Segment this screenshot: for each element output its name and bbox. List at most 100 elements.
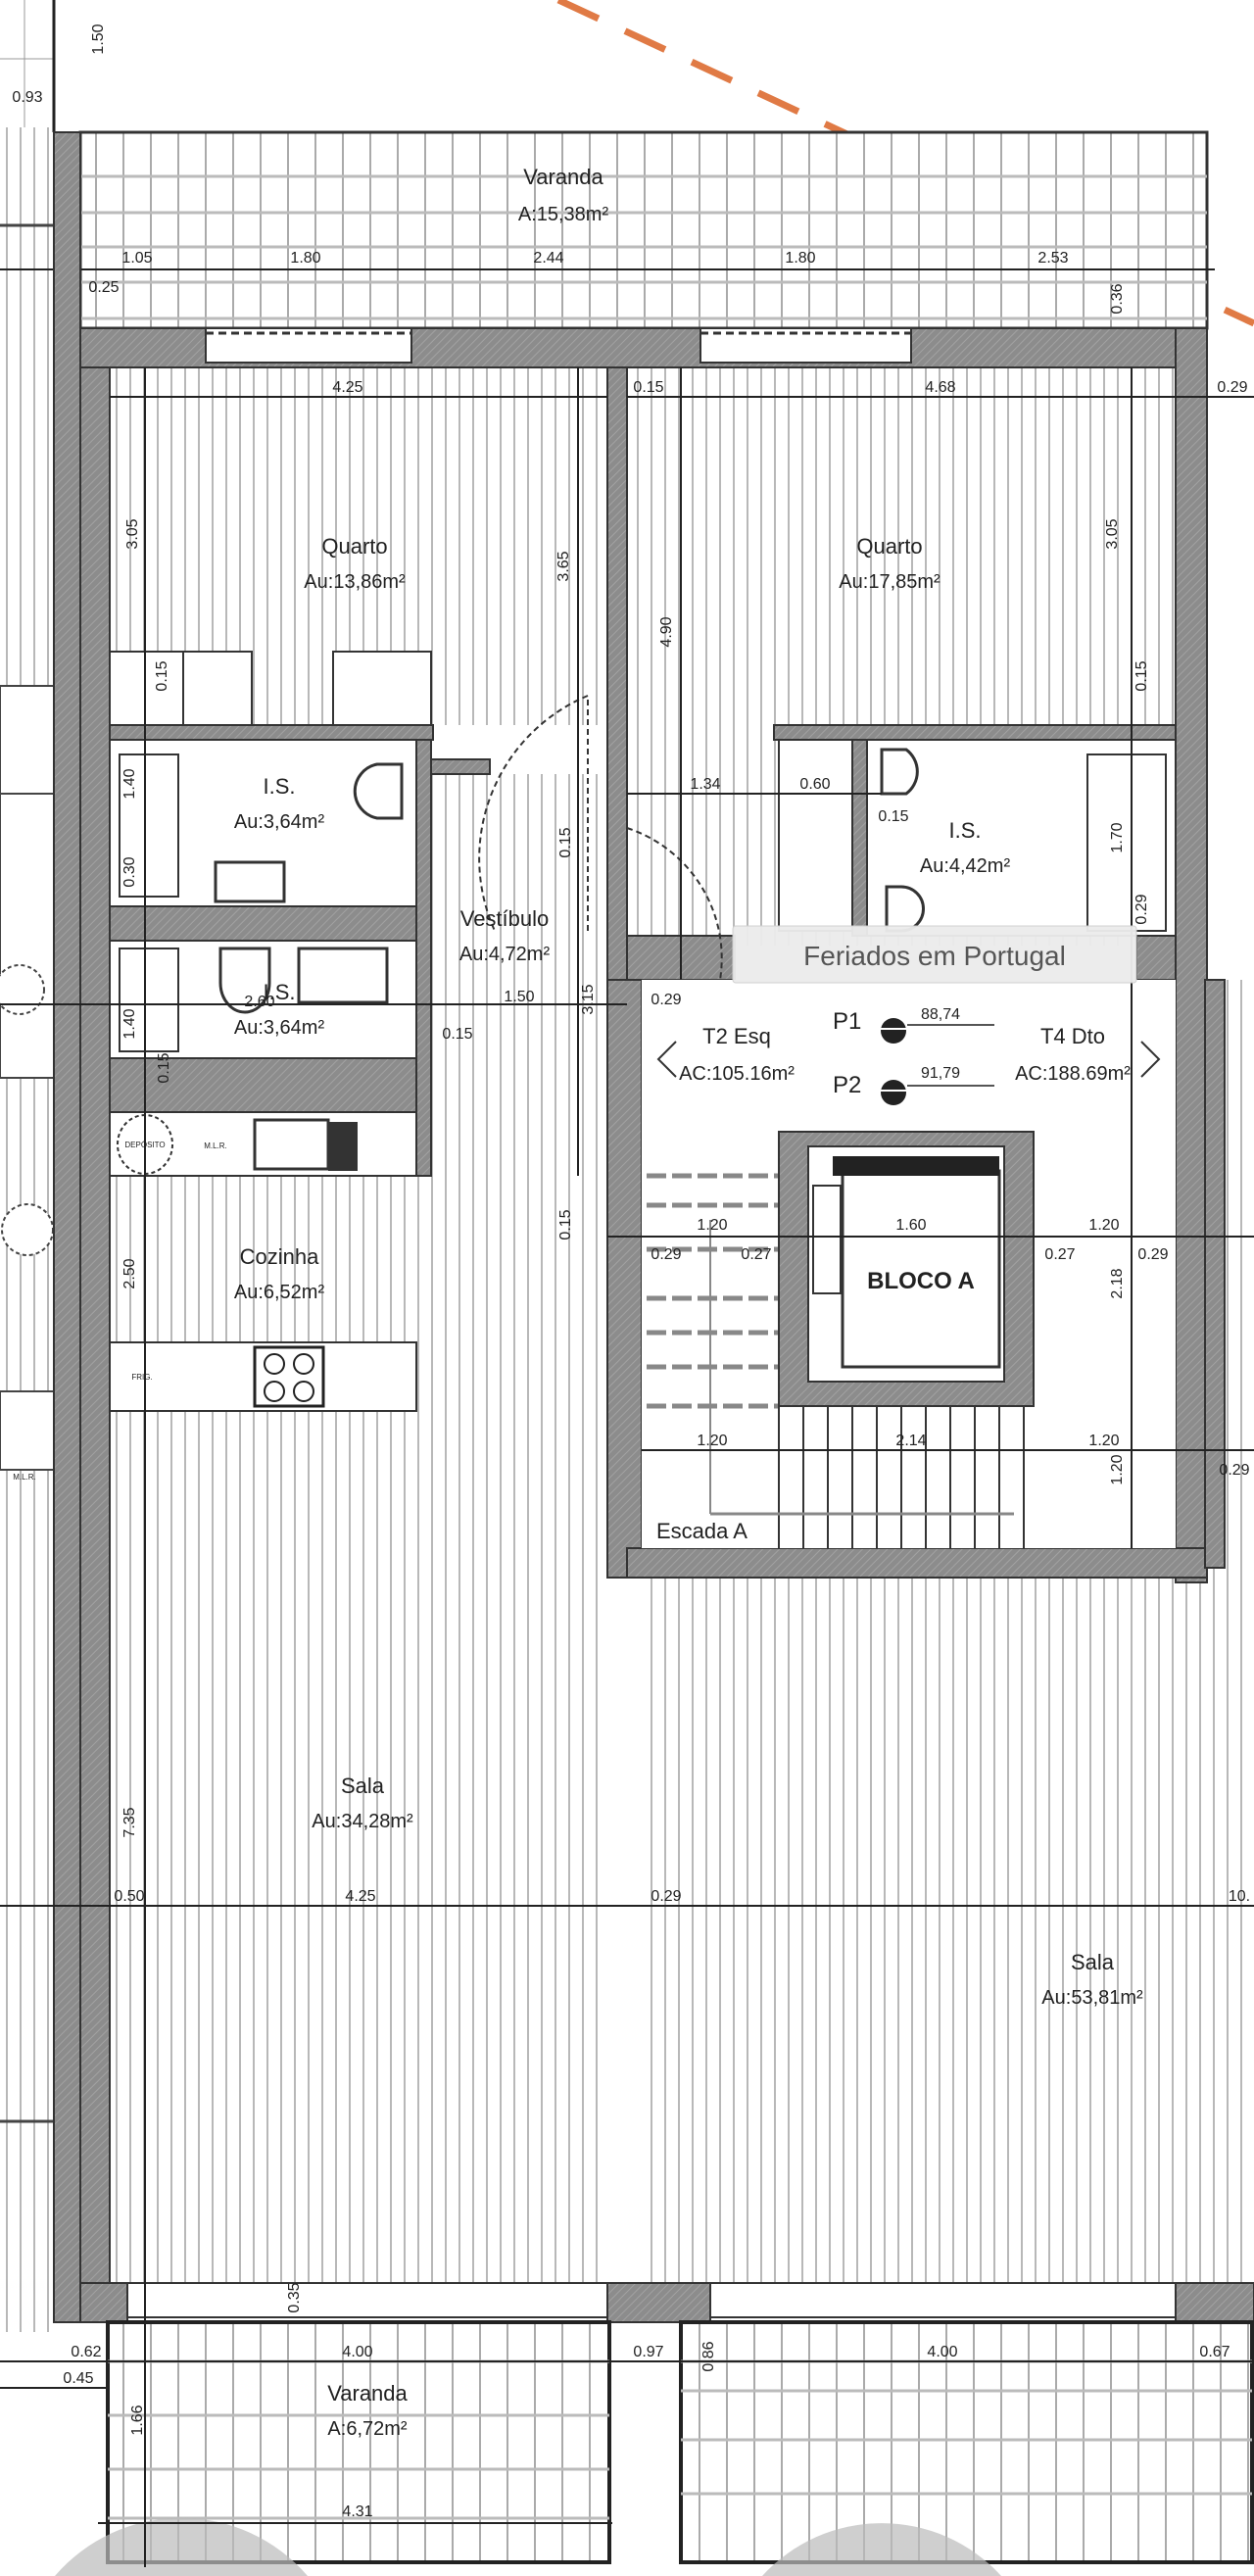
dim: 0.15 (878, 808, 908, 825)
varanda-bottom-area: A:6,72m² (327, 2418, 407, 2440)
dim: 3.05 (1104, 518, 1121, 549)
unit-t4-area: AC:188.69m² (1015, 1063, 1131, 1085)
wardrobe (109, 651, 184, 726)
dim: 0.30 (121, 856, 138, 887)
wardrobe (332, 651, 432, 726)
bathtub (1086, 753, 1167, 932)
dim: 0.50 (114, 1888, 144, 1905)
dim: 0.29 (651, 1888, 681, 1905)
tree-canopy (762, 2523, 1001, 2576)
washbasin (214, 860, 286, 903)
tooltip-text: Feriados em Portugal (803, 941, 1066, 971)
vestibulo-name: Vestíbulo (460, 906, 550, 931)
dim: 0.35 (286, 2282, 303, 2312)
level-marker-p2: P2 91,79 (833, 1065, 994, 1105)
cooktop (253, 1345, 325, 1408)
dimension-labels: 1.50 0.93 1.05 1.80 2.44 1.80 2.53 0.25 … (12, 24, 1250, 2520)
is-right-area: Au:4,42m² (920, 855, 1011, 877)
dim: 7.35 (121, 1807, 138, 1837)
is-right-name: I.S. (948, 818, 981, 843)
dim: 0.29 (1217, 379, 1247, 396)
dim: 1.66 (129, 2405, 146, 2435)
p1-label: P1 (833, 1008, 861, 1035)
tree-canopy (55, 2517, 308, 2576)
dim: 2.53 (1037, 250, 1068, 267)
dim: 0.45 (63, 2370, 93, 2387)
dim: 4.68 (925, 379, 955, 396)
p1-value: 88,74 (921, 1006, 960, 1023)
sala-left-area: Au:34,28m² (312, 1811, 413, 1832)
dim: 1.40 (121, 768, 138, 799)
dim: 1.20 (1088, 1217, 1119, 1234)
vestibulo-floor (431, 774, 607, 1176)
dim: 2.18 (1109, 1268, 1126, 1298)
p2-label: P2 (833, 1072, 861, 1098)
elevator-door (833, 1156, 999, 1176)
dim: 1.20 (1088, 1433, 1119, 1449)
dim: 2.14 (895, 1433, 926, 1449)
sink (253, 1118, 330, 1171)
mlr-label: M.L.R. (204, 1142, 227, 1150)
wardrobe (182, 651, 253, 726)
level-marker-p1: P1 88,74 (833, 1006, 994, 1044)
dim: 0.27 (1044, 1246, 1075, 1263)
bidet (885, 885, 925, 933)
toilet (880, 748, 919, 796)
cozinha-area: Au:6,52m² (234, 1282, 325, 1303)
dim: 1.34 (690, 776, 720, 793)
is-left-upper-area: Au:3,64m² (234, 811, 325, 833)
dim: 1.80 (290, 250, 320, 267)
vestibulo-area: Au:4,72m² (459, 944, 551, 965)
window (709, 2282, 1177, 2318)
shower (119, 948, 179, 1052)
p2-value: 91,79 (921, 1065, 960, 1082)
dim: 0.25 (88, 279, 119, 296)
frig-label: FRIG. (131, 1373, 152, 1382)
dim: 1.80 (785, 250, 815, 267)
dim: 4.90 (658, 616, 675, 647)
elevator-car (841, 1169, 1001, 1369)
dim: 0.29 (1137, 1246, 1168, 1263)
arrow-right-icon (1140, 1041, 1161, 1078)
level-icon (881, 1018, 906, 1044)
dim: 1.05 (121, 250, 152, 267)
is-left-upper-name: I.S. (263, 774, 295, 799)
bloco-label: BLOCO A (867, 1268, 975, 1294)
varanda-bottom-right (679, 2320, 1254, 2564)
cozinha-name: Cozinha (240, 1244, 319, 1269)
window (126, 2282, 608, 2318)
dim: 3.15 (580, 984, 597, 1014)
dim: 0.29 (1133, 894, 1150, 924)
dim: 1.20 (697, 1217, 727, 1234)
unit-t4-name: T4 Dto (1040, 1024, 1105, 1048)
dim: 4.00 (927, 2344, 957, 2360)
dim: 0.15 (633, 379, 663, 396)
dim: 0.93 (12, 89, 42, 106)
varanda-top-area: A:15,38m² (518, 204, 609, 225)
stair-flight (709, 1220, 1025, 1548)
dim: 0.62 (71, 2344, 101, 2360)
dim: 0.86 (700, 2341, 717, 2371)
dim: 2.44 (533, 250, 563, 267)
dim: 10. (1229, 1888, 1250, 1905)
dim: 4.25 (345, 1888, 375, 1905)
quarto-right-area: Au:17,85m² (839, 571, 940, 593)
sala-left-name: Sala (341, 1774, 385, 1798)
toilet (218, 947, 271, 1014)
door-swing (626, 827, 723, 981)
tooltip: Feriados em Portugal (732, 925, 1137, 984)
dim: 0.29 (1219, 1462, 1249, 1479)
dim: 4.31 (342, 2503, 372, 2520)
toilet (353, 762, 404, 820)
varanda-bottom-name: Varanda (327, 2381, 408, 2406)
dim: 3.65 (555, 551, 572, 581)
escada-label: Escada A (656, 1519, 748, 1543)
mlr-label-neighbour: M.L.R. (13, 1473, 36, 1482)
dim: 0.27 (741, 1246, 771, 1263)
door-swing (478, 694, 589, 932)
quarto-left-name: Quarto (321, 534, 387, 559)
stair-steps (647, 1173, 779, 1409)
varanda-top (0, 130, 1215, 330)
bathtub (119, 753, 179, 898)
level-icon (881, 1080, 906, 1105)
